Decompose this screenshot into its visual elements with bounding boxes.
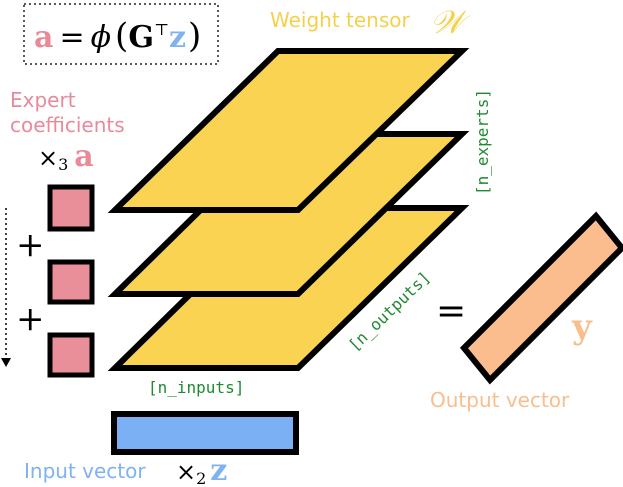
- output-vector-bar: [459, 211, 623, 385]
- weight-tensor-symbol: 𝒲: [430, 3, 471, 41]
- dim-experts-label: [n_experts]: [473, 89, 492, 195]
- expert-coefficient-3: [47, 332, 95, 378]
- input-vector-bar: [111, 411, 299, 455]
- expert-coefficient-2: [47, 259, 95, 305]
- expert-coefficient-1: [47, 184, 95, 232]
- expert-label-line2: coefficients: [10, 113, 125, 137]
- formula-box: [23, 3, 219, 65]
- output-vector-label: Output vector: [430, 388, 570, 412]
- formula-text: a=ϕ(G⊤z): [34, 16, 201, 56]
- expert-label-line1: Expert: [10, 88, 76, 112]
- equals-sign: =: [436, 291, 466, 332]
- weight-tensor-label: Weight tensor: [270, 8, 411, 32]
- plus-sign-1: +: [16, 225, 45, 265]
- output-vector-symbol: y: [571, 307, 593, 347]
- dim-inputs-label: [n_inputs]: [148, 378, 244, 397]
- input-vector-label: Input vector: [24, 459, 146, 483]
- weight-slice-1: [107, 48, 470, 213]
- sum-arrow-head: [1, 358, 11, 367]
- plus-sign-2: +: [16, 299, 45, 339]
